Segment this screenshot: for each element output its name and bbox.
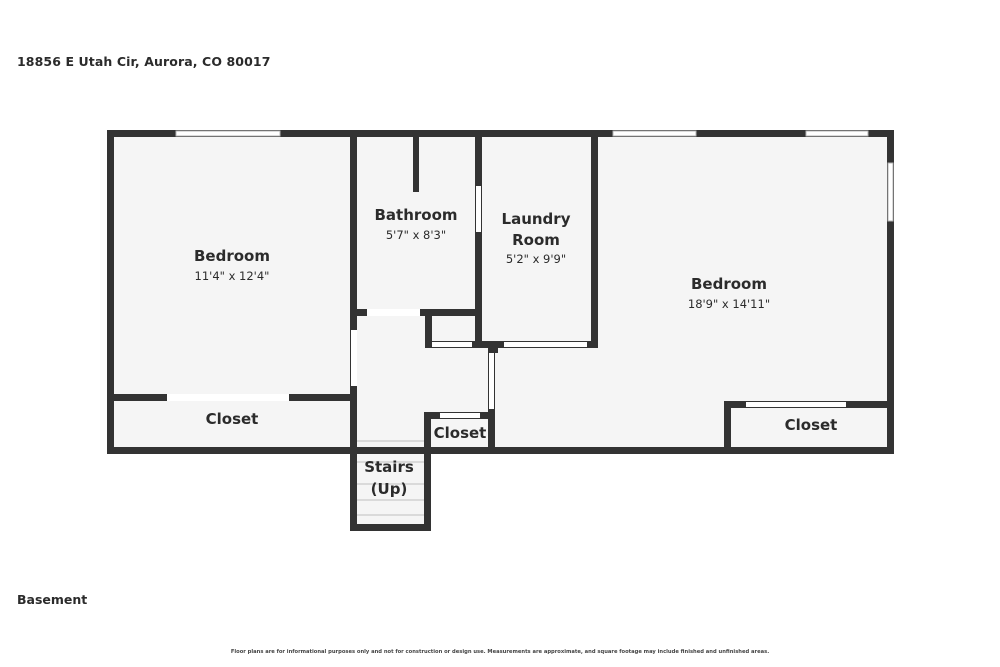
room-name-line2: Room: [512, 231, 560, 249]
room-label-bathroom: Bathroom 5'7" x 8'3": [374, 206, 457, 242]
room-dimensions: 5'2" x 9'9": [506, 252, 566, 266]
room-dimensions: 5'7" x 8'3": [386, 228, 446, 242]
room-name-line2: (Up): [371, 480, 408, 498]
floor-areas: [108, 131, 892, 529]
room-name: Bedroom: [194, 247, 270, 265]
room-label-closet-right: Closet: [785, 416, 838, 434]
room-label-closet-left: Closet: [206, 410, 259, 428]
room-name: Closet: [434, 424, 487, 442]
floor-level-label: Basement: [17, 592, 88, 607]
room-label-bedroom-right: Bedroom 18'9" x 14'11": [688, 275, 770, 311]
room-name-line1: Laundry: [502, 210, 571, 228]
room-label-stairs: Stairs (Up): [364, 458, 414, 498]
room-name: Bathroom: [374, 206, 457, 224]
door-openings: [167, 186, 846, 418]
room-label-laundry: Laundry Room 5'2" x 9'9": [502, 210, 571, 266]
room-name: Closet: [206, 410, 259, 428]
room-dimensions: 11'4" x 12'4": [195, 269, 270, 283]
room-dimensions: 18'9" x 14'11": [688, 297, 770, 311]
room-label-closet-middle: Closet: [434, 424, 487, 442]
stair-treads: [357, 440, 425, 516]
property-address: 18856 E Utah Cir, Aurora, CO 80017: [17, 54, 271, 69]
disclaimer-text: Floor plans are for informational purpos…: [230, 649, 770, 655]
room-name-line1: Stairs: [364, 458, 414, 476]
room-label-bedroom-left: Bedroom 11'4" x 12'4": [194, 247, 270, 283]
room-name: Closet: [785, 416, 838, 434]
room-name: Bedroom: [691, 275, 767, 293]
windows: [175, 130, 894, 222]
